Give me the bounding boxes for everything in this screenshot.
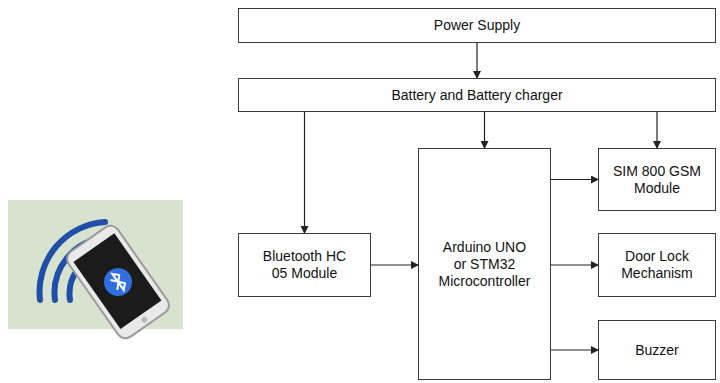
- block-label: Battery and Battery charger: [391, 87, 562, 104]
- block-box: Bluetooth HC 05 Module: [238, 233, 371, 297]
- arrow-connector: [551, 349, 598, 350]
- block-label: SIM 800 GSM Module: [607, 163, 707, 197]
- arrow-connector: [656, 112, 657, 148]
- block-box: Battery and Battery charger: [238, 78, 716, 112]
- phone-bluetooth-illustration: [0, 0, 200, 383]
- block-label: Arduino UNO or STM32 Microcontroller: [436, 239, 533, 290]
- block-box: Buzzer: [598, 320, 716, 380]
- block-label: Buzzer: [635, 342, 679, 359]
- arrow-connector: [551, 179, 598, 180]
- arrow-connector: [476, 43, 477, 78]
- block-box: Door Lock Mechanism: [598, 233, 716, 297]
- block-box: Power Supply: [238, 8, 716, 43]
- block-label: Door Lock Mechanism: [607, 248, 707, 282]
- arrow-connector: [371, 264, 418, 265]
- arrow-connector: [551, 264, 598, 265]
- block-box: Arduino UNO or STM32 Microcontroller: [418, 148, 551, 380]
- block-label: Power Supply: [434, 17, 520, 34]
- phone-symbol: [64, 222, 173, 342]
- block-label: Bluetooth HC 05 Module: [255, 248, 355, 282]
- block-box: SIM 800 GSM Module: [598, 148, 716, 211]
- arrow-connector: [304, 112, 305, 233]
- arrow-connector: [484, 112, 485, 148]
